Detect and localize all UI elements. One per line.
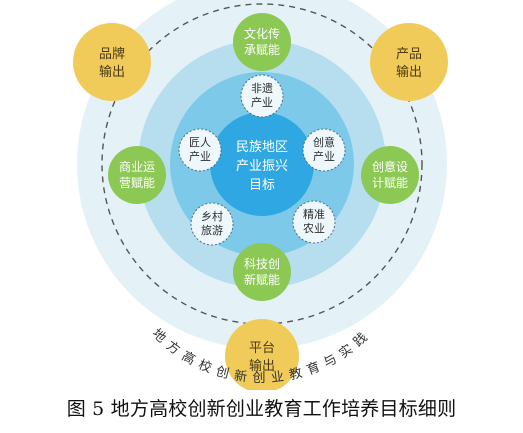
green-node-bottom: 科技创 新赋能 xyxy=(233,243,291,301)
yellow-node-top-left-line2: 输出 xyxy=(99,64,125,80)
yellow-node-top-left-line1: 品牌 xyxy=(99,46,125,62)
inner-node-lower-left-line1: 乡村 xyxy=(201,209,223,223)
center-label-line3: 目标 xyxy=(249,178,275,193)
yellow-node-top-right: 产品 输出 xyxy=(370,23,448,101)
inner-node-upper-right-line1: 创意 xyxy=(313,135,335,149)
inner-node-lower-left: 乡村 旅游 xyxy=(190,202,234,246)
green-node-left-line1: 商业运 xyxy=(119,159,155,174)
yellow-node-bottom-line2: 输出 xyxy=(249,358,275,374)
green-node-top-line1: 文化传 xyxy=(244,26,280,41)
dashed-circle xyxy=(101,3,423,325)
diagram: 民族地区 产业振兴 目标 非遗 产业 创意 产业 精准 农业 乡村 旅游 匠人 … xyxy=(73,0,448,390)
inner-node-lower-right: 精准 农业 xyxy=(292,200,336,244)
center-label-line2: 产业振兴 xyxy=(236,159,288,174)
green-node-bottom-line2: 新赋能 xyxy=(244,272,280,287)
green-node-right-line1: 创意设 xyxy=(372,159,408,174)
yellow-node-top-right-line1: 产品 xyxy=(396,47,422,62)
green-node-bottom-line1: 科技创 xyxy=(244,257,280,271)
inner-node-top-line2: 产业 xyxy=(251,95,273,109)
inner-node-top: 非遗 产业 xyxy=(240,74,284,118)
inner-node-upper-left: 匠人 产业 xyxy=(178,128,222,172)
inner-node-upper-right-line2: 产业 xyxy=(313,149,335,163)
inner-node-lower-left-line2: 旅游 xyxy=(201,223,223,237)
inner-node-upper-left-line2: 产业 xyxy=(189,149,211,163)
green-node-right-line2: 计赋能 xyxy=(372,176,408,190)
yellow-node-top-right-line2: 输出 xyxy=(396,64,422,80)
green-node-top-line2: 承赋能 xyxy=(244,43,280,57)
inner-node-top-line1: 非遗 xyxy=(251,81,273,95)
green-node-left-line2: 营赋能 xyxy=(119,176,155,190)
green-node-top: 文化传 承赋能 xyxy=(233,13,291,71)
figure-caption: 图 5 地方高校创新创业教育工作培养目标细则 xyxy=(66,398,457,420)
yellow-node-bottom: 平台 输出 xyxy=(225,319,299,390)
center-label-line1: 民族地区 xyxy=(236,139,288,155)
green-node-left: 商业运 营赋能 xyxy=(108,146,166,204)
yellow-node-top-left: 品牌 输出 xyxy=(73,23,151,101)
inner-node-lower-right-line2: 农业 xyxy=(303,221,325,235)
yellow-node-bottom-line1: 平台 xyxy=(249,341,275,356)
inner-node-upper-left-line1: 匠人 xyxy=(189,136,211,149)
inner-node-upper-right: 创意 产业 xyxy=(302,128,346,172)
inner-node-lower-right-line1: 精准 xyxy=(303,208,325,221)
center-circle xyxy=(210,112,314,216)
green-node-right: 创意设 计赋能 xyxy=(361,146,419,204)
